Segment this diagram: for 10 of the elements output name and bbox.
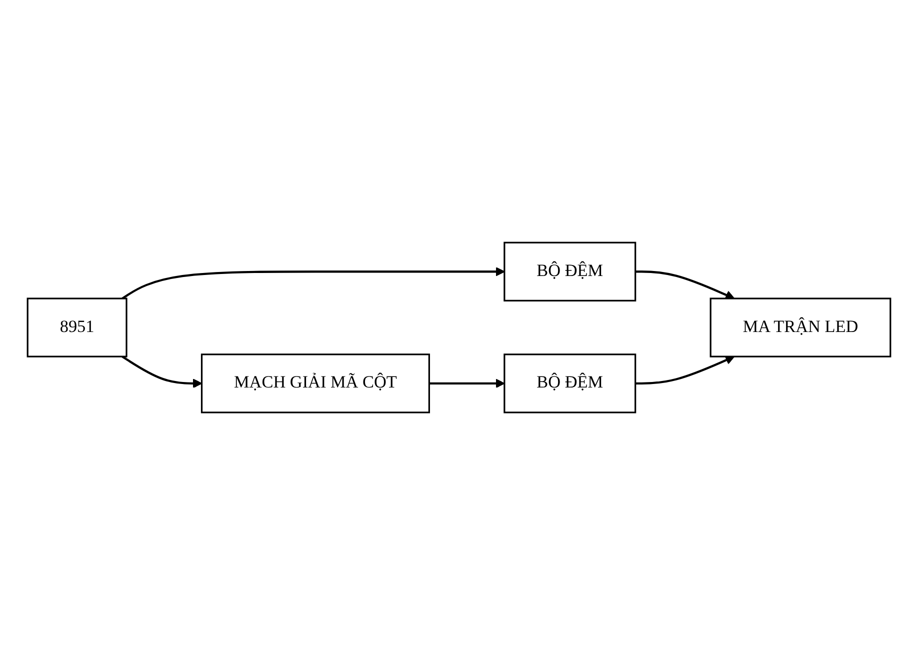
node-box: MA TRẬN LED [709, 298, 891, 358]
arrow [428, 378, 504, 388]
arrow [121, 356, 202, 388]
node-box: BỘ ĐỆM [503, 242, 636, 302]
node-box: BỘ ĐỆM [503, 354, 636, 414]
node-box: MẠCH GIẢI MÃ CỘT [200, 354, 430, 414]
node-box: 8951 [26, 298, 127, 358]
arrow [634, 270, 734, 300]
arrow [634, 356, 734, 384]
arrow [121, 266, 504, 300]
